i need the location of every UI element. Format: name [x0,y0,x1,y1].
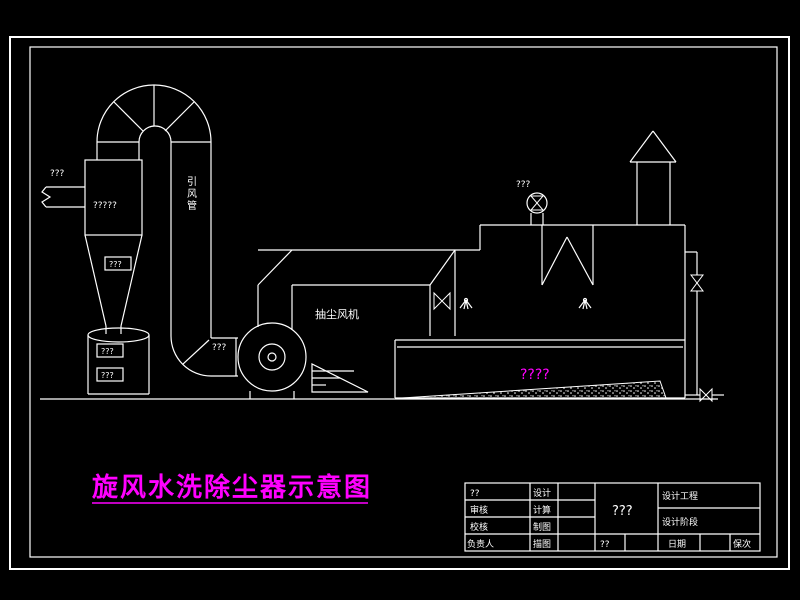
sludge-pile [401,380,667,399]
fan-stairs [311,363,369,393]
tank-tag-box-lower [96,367,124,382]
tb-row4-col2: 描图 [533,538,551,550]
drain-piping [685,251,724,403]
cone-tag-box [104,256,132,271]
tb-row3-col1: 校核 [470,521,488,533]
drawing-frame [9,36,790,570]
tb-row2-col1: 审核 [470,504,488,516]
main-title-text: 旋风水洗除尘器示意图 [92,472,372,503]
tank-tag-box-upper [96,343,124,358]
dust-fan [237,249,307,399]
tb-row2-col2: 计算 [533,504,551,516]
label-chamber-fan-tag: ??? [516,180,531,190]
tb-row3-col2: 制图 [533,521,551,533]
spray-nozzle-icon [578,297,592,310]
label-cyclone-body: ????? [93,201,117,211]
tb-project-label: 设计工程 [662,490,698,502]
label-outlet-top-left: ??? [50,169,65,179]
ground [40,380,718,400]
label-fan-name: 抽尘风机 [315,307,359,321]
main-title: 旋风水洗除尘器示意图 [92,472,372,504]
label-tank-tag-lower: ??? [101,371,114,380]
induced-draft-duct [96,84,238,377]
tb-row1-col1: ?? [470,489,480,499]
spray-nozzle-icon [459,297,473,310]
outlet-duct [258,249,456,336]
cyclone-separator [41,159,150,395]
title-block: ?? 设计 审核 计算 校核 制图 负责人 描图 ??? ?? 设计工程 设计阶… [464,482,761,552]
label-riser-duct: 引风管 [185,176,197,212]
tb-drawing-number: ??? [612,504,633,519]
tb-bottom-tag: ?? [600,540,610,550]
outlet-stub [41,186,85,208]
tb-stage-label: 设计阶段 [662,516,698,528]
roof-valve-icon [526,192,548,225]
pipe-valve-icon [690,274,704,292]
tb-row1-col2: 设计 [533,487,551,499]
label-cone-tag: ??? [109,260,122,269]
label-tank-tag-upper: ??? [101,347,114,356]
tb-date-label: 日期 [668,539,686,550]
damper-valve-icon [433,291,451,311]
label-water-level: ???? [520,367,550,383]
baffle [541,225,594,286]
label-fan-inlet-tag: ??? [212,343,227,353]
tb-revision-label: 保次 [733,538,751,550]
chimney [629,130,677,225]
tb-row4-col1: 负责人 [467,538,494,550]
